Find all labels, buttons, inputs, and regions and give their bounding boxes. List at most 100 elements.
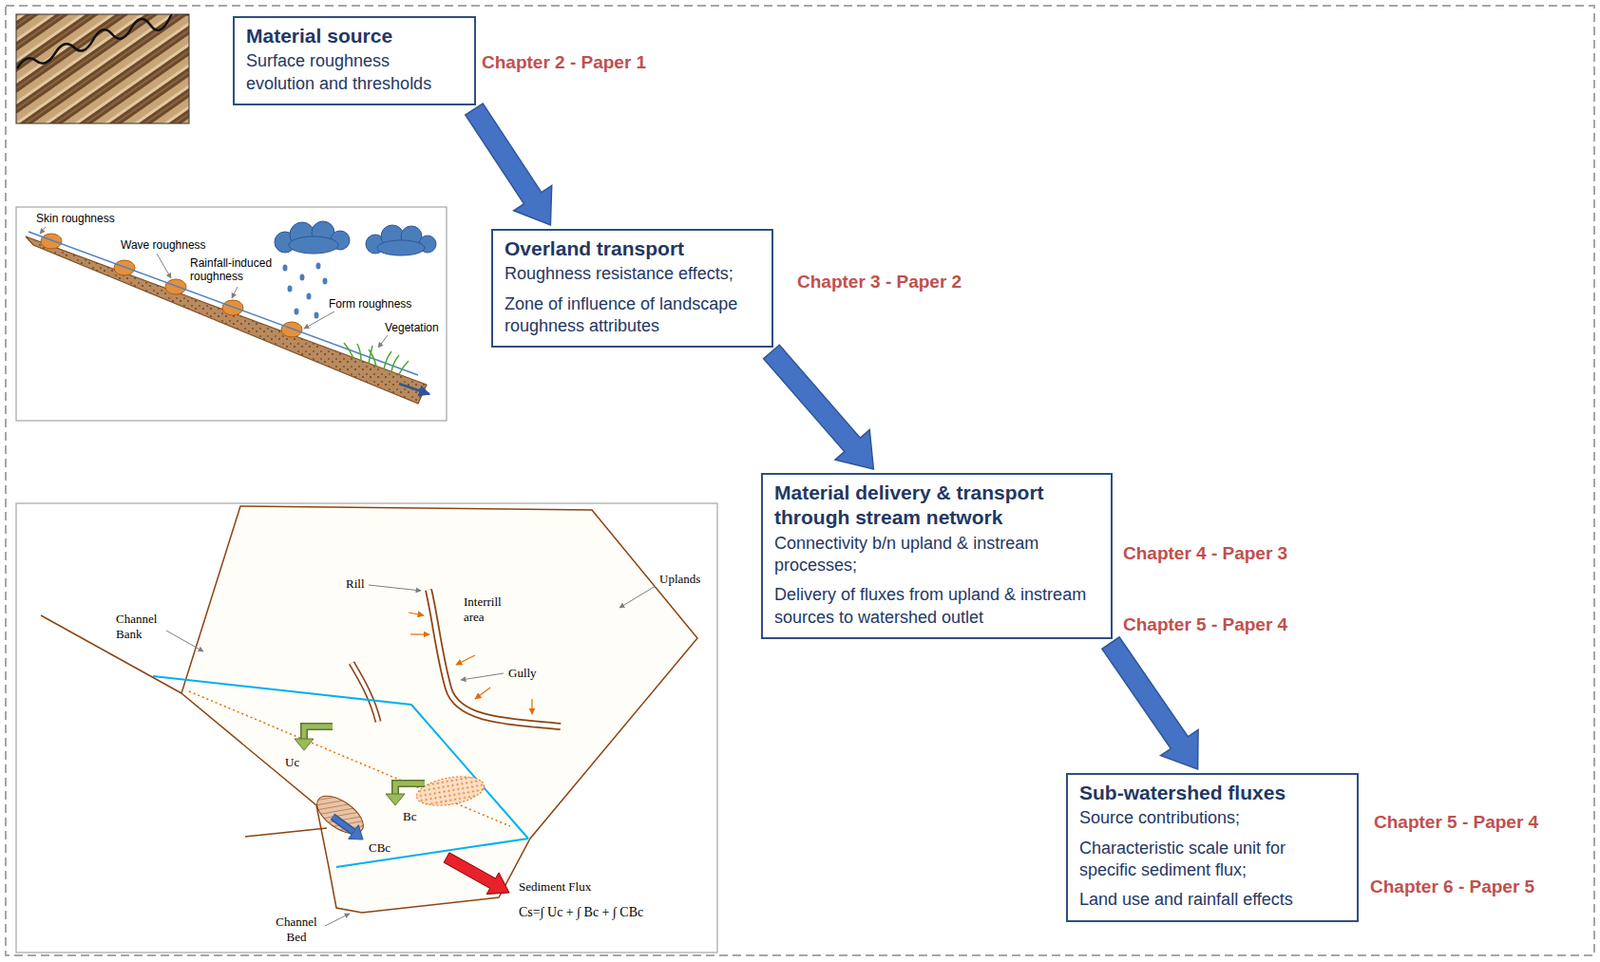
bed-source-arrow	[332, 817, 354, 833]
form-roughness-element	[222, 300, 244, 316]
bank-deposit	[414, 772, 487, 811]
vegetation	[399, 361, 409, 375]
upland-source-arrow	[294, 726, 333, 751]
gully	[428, 590, 561, 727]
bed-source-arrow	[332, 817, 363, 840]
part-label: Skin roughness	[36, 211, 115, 226]
rain-drop	[316, 263, 322, 270]
part-label: Sediment Flux	[518, 879, 591, 896]
leader-line	[39, 227, 388, 348]
upland-source-arrow	[294, 739, 314, 751]
rain-drop	[323, 278, 328, 286]
upland-source-arrow	[304, 726, 333, 741]
box-body: Zone of influence of landscape roughness…	[504, 293, 761, 339]
box-heading: Material delivery & transport through st…	[774, 480, 1100, 532]
leader-line	[460, 673, 504, 681]
leader-line	[39, 227, 46, 234]
leader-line	[368, 585, 421, 591]
rain-drop	[294, 308, 300, 316]
part-label: CBc	[368, 840, 391, 857]
bank-source-arrow	[395, 783, 425, 796]
valley-outline	[40, 615, 182, 694]
interrill-flow-arrow	[475, 687, 491, 700]
box-body: Roughness resistance effects;	[504, 263, 761, 286]
part-label: Vegetation	[384, 321, 439, 335]
process-box: Material sourceSurface roughness evoluti…	[232, 16, 477, 106]
part-label: Rill	[345, 576, 365, 592]
flow-arrow	[399, 383, 430, 395]
vegetation	[343, 342, 409, 375]
chapter-label: Chapter 4 - Paper 3	[1123, 543, 1288, 566]
soil-photo	[16, 8, 190, 124]
slope-illustration	[16, 207, 447, 421]
rain-drop	[283, 263, 328, 320]
soil-photo	[17, 14, 189, 69]
leader-line	[378, 335, 388, 348]
gully	[351, 590, 561, 727]
part-label: Bc	[402, 809, 417, 825]
slope-ground	[25, 236, 427, 404]
block-arrow	[1102, 637, 1199, 770]
cloud	[274, 221, 437, 256]
bank-source-arrow	[385, 783, 425, 806]
box-heading: Sub-watershed fluxes	[1079, 780, 1346, 806]
interrill-flow-arrow	[531, 699, 533, 715]
vegetation	[343, 342, 354, 359]
soil-photo	[16, 14, 190, 124]
dashed-frame	[5, 5, 1595, 956]
part-label: Wave roughness	[120, 238, 207, 252]
leader-line	[166, 585, 656, 927]
chapter-label: Chapter 5 - Paper 4	[1373, 812, 1539, 835]
part-label: Channel Bed	[272, 914, 321, 945]
chapter-label: Chapter 3 - Paper 2	[797, 271, 962, 294]
block-arrow	[465, 103, 553, 226]
form-roughness-element	[40, 233, 62, 249]
box-body: Connectivity b/n upland & instream proce…	[774, 533, 1100, 578]
vegetation	[357, 343, 362, 362]
rain-drop	[300, 274, 305, 282]
vegetation	[368, 349, 377, 367]
sediment-flux-arrow	[443, 853, 510, 896]
rain-drop	[314, 312, 320, 320]
gully	[351, 663, 379, 723]
vegetation	[383, 351, 392, 370]
vegetation	[391, 355, 400, 372]
box-body: Source contributions;	[1079, 807, 1346, 830]
leader-line	[166, 630, 204, 652]
part-label: Interrill area	[463, 594, 521, 625]
part-label: Gully	[508, 666, 537, 682]
rain-drop	[306, 293, 312, 301]
rain-drop	[283, 265, 288, 272]
interrill-flow-arrow	[408, 612, 424, 616]
part-label: Uplands	[659, 571, 701, 588]
process-box: Sub-watershed fluxesSource contributions…	[1066, 773, 1359, 923]
cloud	[377, 240, 425, 256]
box-heading: Material source	[246, 23, 463, 49]
form-roughness-element	[281, 322, 303, 338]
part-label: Cs=∫ Uc + ∫ Bc + ∫ CBc	[518, 905, 644, 922]
leader-line	[324, 914, 350, 927]
interrill-flow-arrow	[408, 612, 533, 715]
process-box: Overland transportRoughness resistance e…	[491, 228, 774, 348]
form-roughness-element	[40, 233, 303, 338]
box-body: Delivery of fluxes from upland & instrea…	[774, 584, 1100, 629]
box-heading: Overland transport	[504, 236, 761, 262]
box-body: Surface roughness evolution and threshol…	[246, 50, 463, 96]
bank-source-arrow	[385, 794, 405, 806]
rain-drop	[287, 285, 293, 293]
part-label: Rainfall-induced roughness	[190, 256, 282, 285]
chapter-label: Chapter 6 - Paper 5	[1370, 876, 1535, 899]
watershed-illustration	[16, 503, 718, 953]
upland-source-arrow	[304, 726, 333, 741]
leader-line	[304, 311, 335, 329]
cloud	[288, 236, 339, 254]
part-label: Uc	[285, 755, 300, 771]
form-roughness-element	[165, 279, 187, 295]
gully	[351, 663, 379, 723]
bank-source-arrow	[395, 783, 425, 796]
interrill-flow-arrow	[456, 655, 476, 666]
part-label: Channel Bank	[115, 611, 169, 642]
